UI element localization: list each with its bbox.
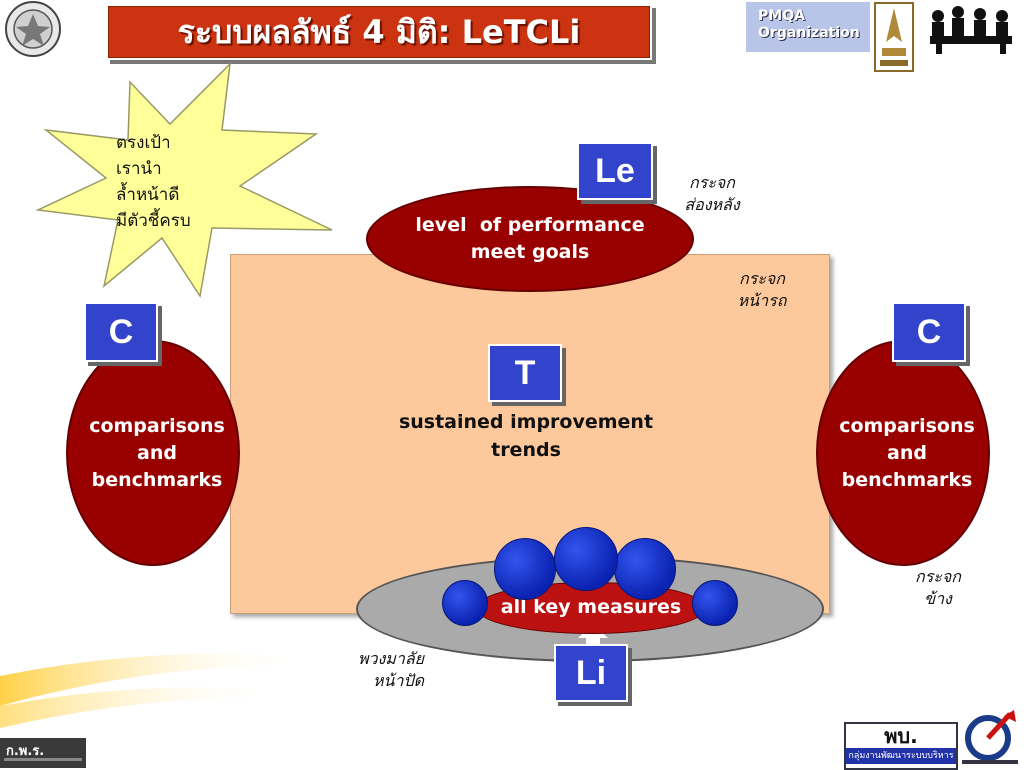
measure-ball [442,580,488,626]
li-note: พวงมาลัย หน้าปัด [304,648,424,692]
li-note-line: หน้าปัด [372,671,424,690]
starburst-callout: ตรงเป้า เรานำ ล้ำหน้าดี มีตัวชี้ครบ [34,60,336,300]
le-line1: level of performance [415,214,645,236]
t-letter-box: T [488,344,562,402]
c-right-line: comparisons [839,414,975,437]
meeting-people-icon [920,2,1022,54]
starburst-line: เรานำ [116,159,162,179]
le-note-line: ส่องหลัง [684,195,740,214]
c-left-line: and [137,441,177,464]
starburst-line: มีตัวชี้ครบ [116,211,191,231]
seal-logo-icon [0,0,66,58]
org-label-line1: PMQA [758,8,805,24]
c-right-line: benchmarks [841,468,973,491]
panel-note-line: กระจก [739,269,785,288]
measure-ball [692,580,738,626]
c-left-letter-box: C [84,302,158,362]
panel-note: กระจก หน้ารถ [712,268,812,312]
t-label: sustained improvement trends [374,408,678,464]
le-note-line: กระจก [689,173,735,192]
c-left-ellipse: comparisons and benchmarks [66,340,240,566]
footer-left-text: ก.พ.ร. [6,744,45,759]
t-line1: sustained improvement [398,411,654,433]
footer-right-sub: กลุ่มงานพัฒนาระบบบริหาร [846,748,956,764]
pmqa-trophy-icon [874,2,914,72]
footer-right-text: พบ. [884,724,918,748]
institute-logo-icon [958,708,1022,766]
starburst-line: ตรงเป้า [116,133,171,153]
t-line2: trends [491,439,561,461]
measure-ball [494,538,556,600]
footer-left-label: ก.พ.ร. [0,738,86,768]
panel-note-line: หน้ารถ [737,291,787,310]
org-label: PMQA Organization [746,2,870,52]
c-right-line: and [887,441,927,464]
c-left-line: benchmarks [91,468,223,491]
c-right-note-line: กระจก [915,567,961,586]
footer-right-logo: พบ. กลุ่มงานพัฒนาระบบบริหาร [844,722,958,770]
li-letter-box: Li [554,644,628,702]
c-right-ellipse: comparisons and benchmarks [816,340,990,566]
li-label: all key measures [500,596,682,618]
org-label-line2: Organization [758,25,860,41]
c-left-line: comparisons [89,414,225,437]
c-right-note-line: ข้าง [924,589,952,608]
starburst-text: ตรงเป้า เรานำ ล้ำหน้าดี มีตัวชี้ครบ [116,130,191,234]
page-title: ระบบผลลัพธ์ 4 มิติ: LeTCLi [106,4,652,60]
corner-glow [0,636,300,748]
c-right-letter-box: C [892,302,966,362]
c-right-note: กระจก ข้าง [886,566,990,610]
starburst-line: ล้ำหน้าดี [116,185,180,205]
measure-ball [554,527,618,591]
le-line2: meet goals [470,241,590,263]
le-ellipse: level of performance meet goals [366,186,694,292]
measure-ball [614,538,676,600]
li-note-line: พวงมาลัย [357,649,424,668]
le-letter-box: Le [577,142,653,200]
le-note: กระจก ส่องหลัง [660,172,764,216]
